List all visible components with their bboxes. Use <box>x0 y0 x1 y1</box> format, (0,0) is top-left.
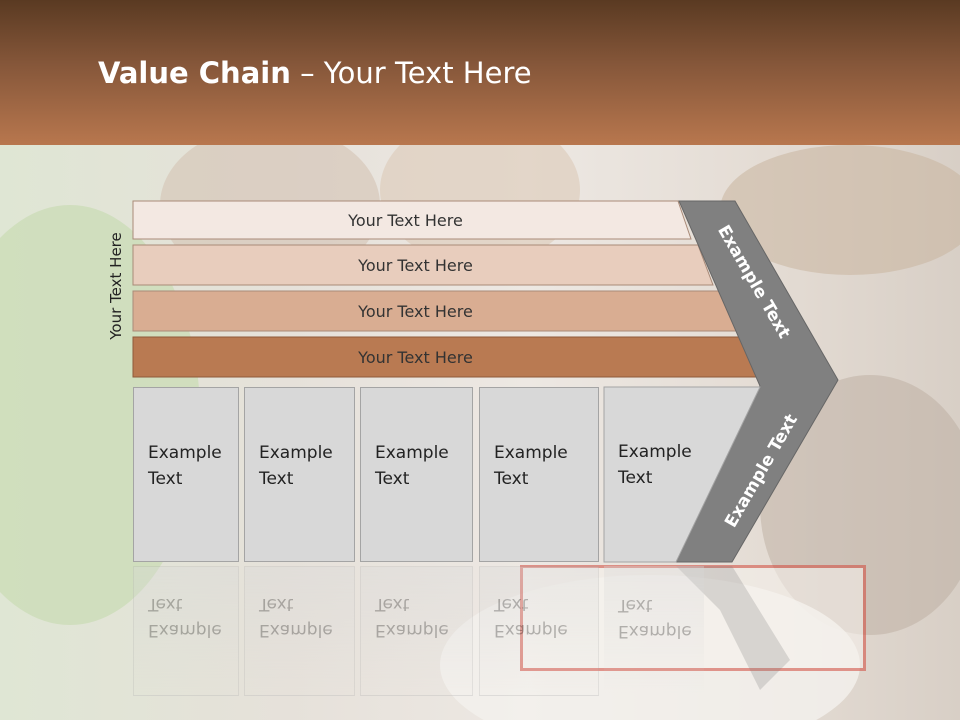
title-rest: – Your Text Here <box>290 56 532 90</box>
chevron-last-box-edge <box>603 386 761 563</box>
bar-3: Your Text Here <box>133 291 698 331</box>
bar-3-label: Your Text Here <box>358 301 473 321</box>
bar-shape-1 <box>132 200 692 240</box>
box-4-reflection-line1: Example <box>494 620 568 640</box>
box-2-line1: Example <box>259 443 333 463</box>
bar-1-label: Your Text Here <box>348 210 463 230</box>
title-bold: Value Chain <box>98 56 291 90</box>
bar-2-label: Your Text Here <box>358 255 473 275</box>
bar-shape-2 <box>132 244 714 286</box>
header-band <box>0 0 960 145</box>
box-3-reflection-line2: Text <box>375 594 410 614</box>
bar-4-label: Your Text Here <box>358 347 473 367</box>
box-2-line2: Text <box>259 469 294 489</box>
box-1-reflection: Example Text <box>133 566 239 696</box>
box-4-line1: Example <box>494 443 568 463</box>
box-4-reflection: Example Text <box>479 566 599 696</box>
box-5-reflection: Example Text <box>604 566 704 696</box>
box-2-reflection-line1: Example <box>259 620 333 640</box>
box-5-reflection-line1: Example <box>618 621 692 641</box>
chevron-shape <box>675 200 839 563</box>
chevron-reflection <box>676 566 790 690</box>
box-3-line2: Text <box>375 469 410 489</box>
box-1-line2: Text <box>148 469 183 489</box>
box-2-reflection-line2: Text <box>259 594 294 614</box>
photo-shape <box>520 565 866 671</box>
box-1-reflection-line2: Text <box>148 594 183 614</box>
box-3-line1: Example <box>375 443 449 463</box>
box-3-reflection: Example Text <box>360 566 473 696</box>
bar-2: Your Text Here <box>133 245 698 285</box>
box-4-line2: Text <box>494 469 529 489</box>
slide-title: Value Chain – Your Text Here <box>98 56 532 90</box>
box-1-reflection-line1: Example <box>148 620 222 640</box>
box-5-line2: Text <box>618 468 653 488</box>
box-1-line1: Example <box>148 443 222 463</box>
box-5-reflection-line2: Text <box>618 595 653 615</box>
box-5-line1: Example <box>618 442 692 462</box>
box-4-reflection-line2: Text <box>494 594 529 614</box>
bar-4: Your Text Here <box>133 337 698 377</box>
box-2-reflection: Example Text <box>244 566 355 696</box>
box-3-reflection-line1: Example <box>375 620 449 640</box>
bar-1: Your Text Here <box>133 201 678 239</box>
background-photo <box>0 145 960 720</box>
